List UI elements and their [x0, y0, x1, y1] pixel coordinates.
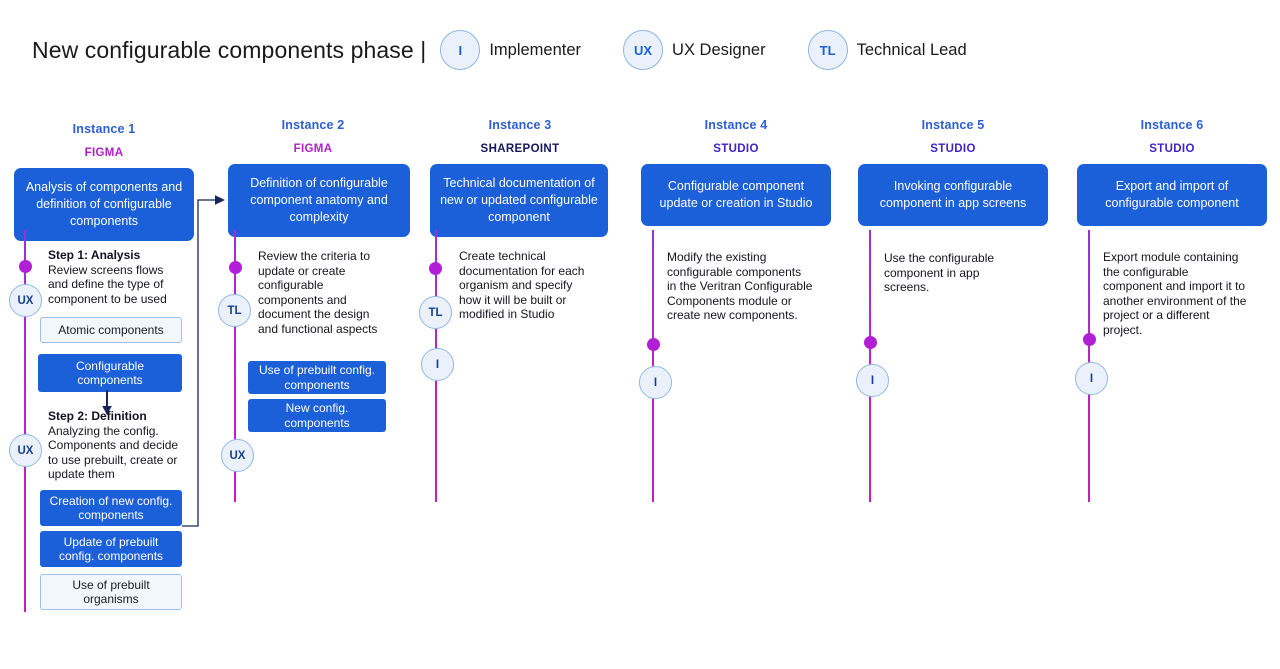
instance-app-2: FIGMA: [293, 143, 333, 155]
page-header: New configurable components phase | I Im…: [32, 28, 967, 72]
instance-headline-6: Export and import of configurable compon…: [1077, 164, 1267, 226]
chip-1-creation-new-config[interactable]: Creation of new config. components: [40, 490, 182, 526]
legend-item-implementer: I Implementer: [440, 30, 581, 70]
step-text-1-2: Analyzing the config. Components and dec…: [48, 423, 179, 482]
legend-label-ux-designer: UX Designer: [672, 40, 766, 59]
timeline-dot-3a: [429, 262, 442, 275]
instance-label-2: Instance 2: [281, 118, 345, 132]
chip-2-use-prebuilt-config[interactable]: Use of prebuilt config. components: [248, 361, 386, 394]
avatar-2b: UX: [221, 439, 254, 472]
flow-arrow-down-1: [102, 390, 112, 415]
instance-column-2: Instance 2 FIGMA Definition of configura…: [205, 118, 421, 237]
instance-column-3: Instance 3 SHAREPOINT Technical document…: [412, 118, 628, 237]
step-block-1-2: Step 2: Definition Analyzing the config.…: [48, 409, 188, 482]
instance-description-3: Create technical documentation for each …: [459, 249, 585, 322]
timeline-dot-2a: [229, 261, 242, 274]
instance-description-5: Use the configurable component in app sc…: [884, 251, 995, 295]
instance-headline-4: Configurable component update or creatio…: [641, 164, 831, 226]
instance-description-4: Modify the existing configurable compone…: [667, 250, 813, 323]
chip-1-atomic-components[interactable]: Atomic components: [40, 317, 182, 343]
instance-description-2: Review the criteria to update or create …: [258, 249, 378, 336]
timeline-dot-1a: [19, 260, 32, 273]
chip-1-update-prebuilt-config[interactable]: Update of prebuilt config. components: [40, 531, 182, 567]
page-title: New configurable components phase |: [32, 36, 427, 63]
instance-app-1: FIGMA: [84, 147, 124, 159]
avatar-3b: I: [421, 348, 454, 381]
role-avatar-implementer: I: [440, 30, 481, 70]
legend-item-ux-designer: UX UX Designer: [623, 30, 766, 70]
chip-1-use-prebuilt-organisms[interactable]: Use of prebuilt organisms: [40, 574, 182, 610]
avatar-3a: TL: [419, 296, 452, 329]
instance-column-6: Instance 6 STUDIO Export and import of c…: [1064, 118, 1280, 226]
legend-item-technical-lead: TL Technical Lead: [807, 30, 967, 70]
instance-column-5: Instance 5 STUDIO Invoking configurable …: [845, 118, 1061, 226]
timeline-dot-5a: [864, 336, 877, 349]
legend-label-implementer: Implementer: [489, 40, 582, 59]
step-text-1-1: Review screens flows and define the type…: [48, 262, 167, 306]
instance-column-1: Instance 1 FIGMA Analysis of components …: [0, 122, 212, 241]
instance-label-6: Instance 6: [1140, 118, 1204, 132]
avatar-5a: I: [856, 364, 889, 397]
chip-2-new-config-components[interactable]: New config. components: [248, 399, 386, 432]
chip-1-configurable-components[interactable]: Configurable components: [38, 354, 182, 392]
instance-app-4: STUDIO: [713, 143, 759, 155]
instance-description-6: Export module containing the configurabl…: [1103, 250, 1247, 337]
legend-label-technical-lead: Technical Lead: [856, 40, 967, 59]
avatar-1a: UX: [9, 284, 42, 317]
step-title-1-1: Step 1: Analysis: [48, 248, 141, 262]
instance-headline-3: Technical documentation of new or update…: [430, 164, 608, 237]
timeline-rail-1: [24, 230, 27, 612]
instance-label-4: Instance 4: [704, 118, 768, 132]
instance-headline-5: Invoking configurable component in app s…: [858, 164, 1048, 226]
step-title-1-2: Step 2: Definition: [48, 409, 147, 423]
timeline-dot-4a: [647, 338, 660, 351]
instance-app-5: STUDIO: [930, 143, 976, 155]
avatar-6a: I: [1075, 362, 1108, 395]
instance-app-6: STUDIO: [1149, 143, 1195, 155]
instance-label-5: Instance 5: [921, 118, 985, 132]
instance-headline-2: Definition of configurable component ana…: [228, 164, 410, 237]
role-avatar-ux-designer: UX: [623, 30, 664, 70]
timeline-rail-2: [234, 230, 237, 502]
instance-label-3: Instance 3: [488, 118, 552, 132]
instance-label-1: Instance 1: [72, 122, 136, 136]
role-avatar-technical-lead: TL: [807, 30, 848, 70]
avatar-4a: I: [639, 366, 672, 399]
instance-headline-1: Analysis of components and definition of…: [14, 168, 194, 241]
avatar-2a: TL: [218, 294, 251, 327]
step-block-1-1: Step 1: Analysis Review screens flows an…: [48, 248, 183, 306]
avatar-1b: UX: [9, 434, 42, 467]
instance-app-3: SHAREPOINT: [480, 143, 560, 155]
timeline-dot-6a: [1083, 333, 1096, 346]
instance-column-4: Instance 4 STUDIO Configurable component…: [628, 118, 844, 226]
